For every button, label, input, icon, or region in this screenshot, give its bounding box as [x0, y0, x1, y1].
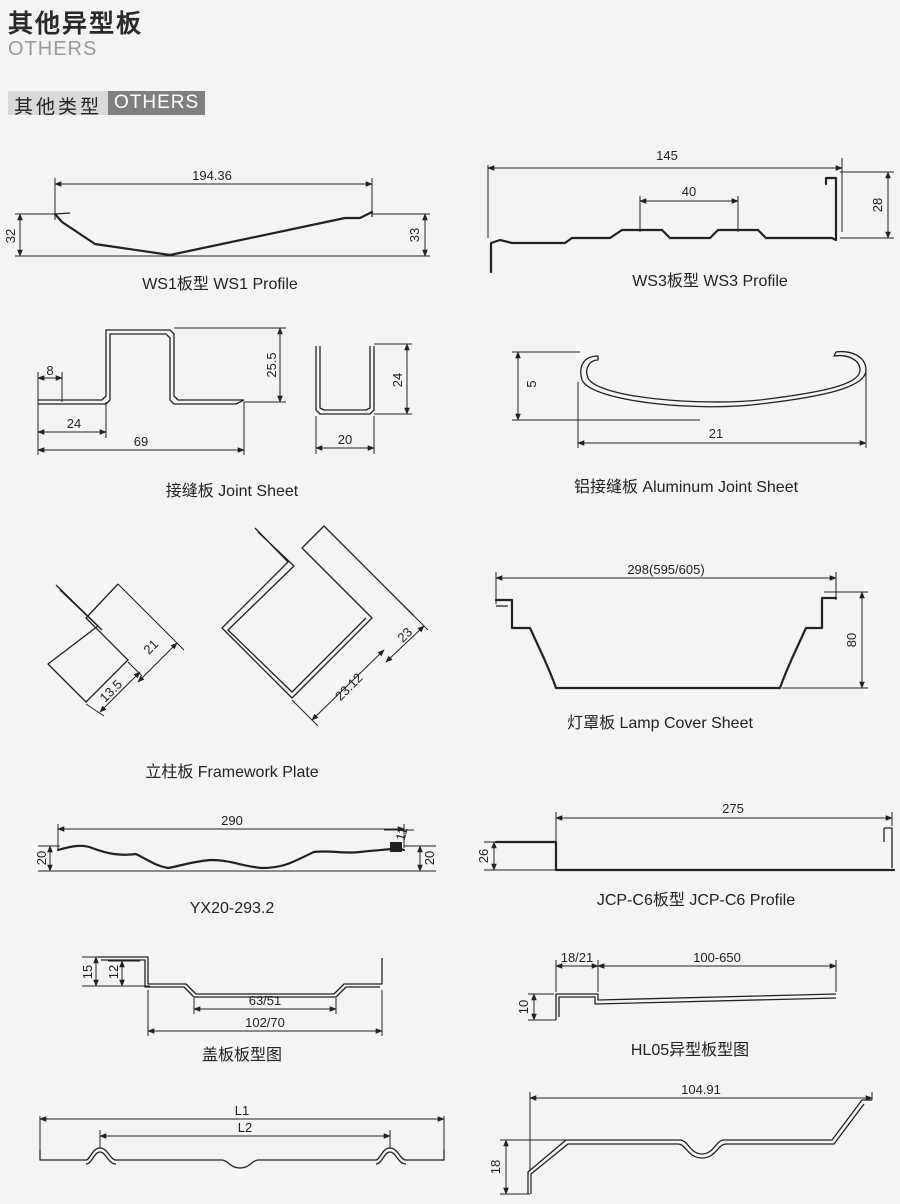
aluminum-width-label: 21 [709, 426, 723, 441]
framework-large-shape [221, 525, 415, 699]
yx20-right-height-label: 20 [422, 851, 437, 865]
joint-base-label: 24 [67, 416, 81, 431]
jcp-caption: JCP-C6板型 JCP-C6 Profile [597, 891, 795, 909]
yx20-lip [390, 842, 402, 852]
framework-c-label: 23 [394, 624, 415, 645]
ws3-rib-label: 40 [682, 184, 696, 199]
yx20-left-height-label: 20 [34, 851, 49, 865]
joint-sheet-shape [38, 329, 244, 401]
ws1-left-height-label: 32 [3, 229, 18, 243]
l1-label: L1 [235, 1103, 249, 1118]
yx20-width-label: 290 [221, 813, 243, 828]
aluminum-joint-sheet: 5 21 铝接缝板 Aluminum Joint Sheet [512, 350, 867, 496]
joint-height-label: 25.5 [264, 352, 279, 377]
joint-c-channel [315, 346, 375, 415]
page-title: 其他异型板 [8, 10, 144, 38]
jcp-width-label: 275 [722, 801, 744, 816]
ws3-caption: WS3板型 WS3 Profile [632, 272, 788, 290]
lamp-width-label: 298(595/605) [627, 562, 704, 577]
cover-h2-label: 12 [106, 965, 121, 979]
ws1-shape [53, 210, 374, 257]
last-profile: 104.91 18 [488, 1082, 873, 1195]
ws1-caption: WS1板型 WS1 Profile [142, 275, 298, 293]
ws3-profile: 145 40 28 WS3板型 WS3 Profile [487, 148, 894, 290]
l-profile: L1 L2 [39, 1103, 445, 1169]
hl05-a-label: 18/21 [561, 950, 594, 965]
section-tag: 其他类型 OTHERS [8, 91, 206, 118]
hl05-b-label: 100-650 [693, 950, 741, 965]
framework-d-label: 23.12 [332, 670, 366, 704]
ws1-right-height-label: 33 [407, 228, 422, 242]
ws3-shape [489, 176, 838, 274]
cover-plate-profile: 15 12 63/51 102/70 盖板板型图 [80, 956, 383, 1064]
joint-c-width-label: 20 [338, 432, 352, 447]
jcp-c6-profile: 275 26 JCP-C6板型 JCP-C6 Profile [476, 801, 896, 909]
last-height-label: 18 [488, 1160, 503, 1174]
page-subtitle: OTHERS [8, 38, 98, 60]
hl05-h-label: 10 [516, 1000, 531, 1014]
ws3-height-label: 28 [870, 198, 885, 212]
yx20-profile: 290 11 20 20 YX20-293.2 [34, 813, 437, 917]
hl05-caption: HL05异型板型图 [631, 1041, 749, 1059]
jcp-shape [494, 840, 896, 872]
joint-total-label: 69 [134, 434, 148, 449]
lamp-cover-sheet: 298(595/605) 80 灯罩板 Lamp Cover Sheet [494, 562, 868, 732]
framework-a-label: 21 [140, 636, 161, 657]
framework-plate: 21 13.5 23 23.12 立柱板 Framework Plate [47, 525, 429, 781]
lamp-height-label: 80 [844, 633, 859, 647]
cover-caption: 盖板板型图 [202, 1046, 282, 1064]
joint-caption: 接缝板 Joint Sheet [166, 482, 299, 500]
framework-small-shape [47, 583, 129, 703]
joint-c-height-label: 24 [390, 373, 405, 387]
last-width-label: 104.91 [681, 1082, 721, 1097]
ws1-width-label: 194.36 [192, 168, 232, 183]
yx20-shape [56, 844, 406, 870]
aluminum-caption: 铝接缝板 Aluminum Joint Sheet [574, 478, 799, 496]
section-tag-zh: 其他类型 [8, 91, 109, 118]
l2-label: L2 [238, 1120, 252, 1135]
cover-shape [98, 956, 383, 998]
cover-inner-label: 63/51 [249, 993, 282, 1008]
ws3-width-label: 145 [656, 148, 678, 163]
framework-caption: 立柱板 Framework Plate [145, 763, 318, 781]
aluminum-height-label: 5 [524, 380, 539, 387]
jcp-height-label: 26 [476, 849, 491, 863]
lamp-shape [494, 596, 838, 690]
hl05-profile: 18/21 100-650 10 HL05异型板型图 [516, 950, 837, 1059]
framework-b-label: 13.5 [97, 677, 126, 706]
joint-lip-label: 8 [46, 363, 53, 378]
last-profile-shape [527, 1099, 872, 1194]
section-tag-en: OTHERS [108, 91, 206, 115]
hl05-shape [555, 993, 837, 1020]
cover-outer-label: 102/70 [245, 1015, 285, 1030]
yx20-lip-label: 11 [393, 825, 411, 842]
yx20-caption: YX20-293.2 [190, 900, 275, 917]
joint-sheet: 8 24 69 25.5 24 20 接缝板 Joint Sheet [37, 327, 412, 500]
ws1-profile: 194.36 32 33 WS1板型 WS1 Profile [3, 168, 430, 293]
aluminum-shape [580, 350, 867, 408]
cover-h1-label: 15 [80, 965, 95, 979]
lamp-caption: 灯罩板 Lamp Cover Sheet [567, 714, 753, 732]
